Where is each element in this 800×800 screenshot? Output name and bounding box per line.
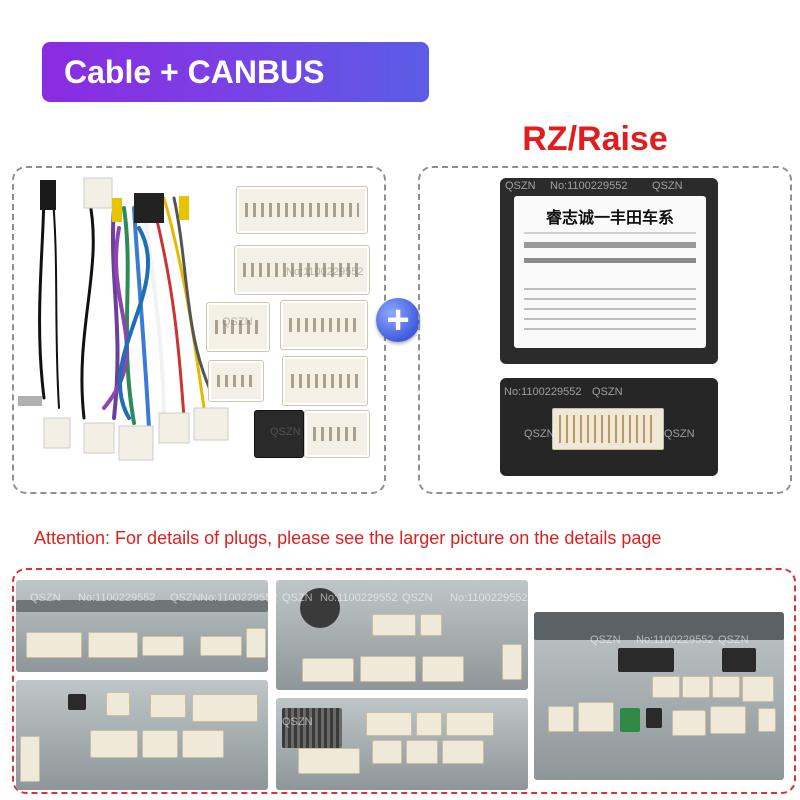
- photo5-slot-8: [710, 706, 746, 734]
- attention-notice: Attention: For details of plugs, please …: [34, 528, 662, 548]
- label-line-6: [524, 308, 696, 310]
- watermark-bottom-8: No:1100229552: [450, 592, 528, 604]
- connector-8: [304, 410, 370, 458]
- label-line-7: [524, 318, 696, 320]
- photo3-slot-2: [420, 614, 442, 636]
- connector-6: [282, 356, 368, 406]
- canbus-panel: [418, 166, 792, 494]
- photo5-slot-7: [672, 710, 706, 736]
- canbus-plug: [552, 408, 664, 450]
- photo5-slot-6: [578, 702, 614, 732]
- photo3-slot-4: [360, 656, 416, 682]
- watermark-left-3: QSZN: [270, 426, 301, 438]
- watermark-box-7: QSZN: [664, 428, 695, 440]
- photo4-slot-7: [442, 740, 484, 764]
- watermark-bottom-1: QSZN: [30, 592, 61, 604]
- watermark-box-1: QSZN: [505, 180, 536, 192]
- watermark-bottom-7: QSZN: [402, 592, 433, 604]
- photo1-slot-2: [88, 632, 138, 658]
- photo5-slot-4: [742, 676, 774, 702]
- photo3-slot-6: [502, 644, 522, 680]
- photo2-slot-2: [150, 694, 186, 718]
- connector-7: [254, 410, 304, 458]
- label-line-5: [524, 298, 696, 300]
- watermark-bottom-9: QSZN: [590, 634, 621, 646]
- photo-head-unit-5: [534, 612, 784, 780]
- watermark-bottom-4: No:1100229552: [200, 592, 278, 604]
- watermark-box-4: No:1100229552: [504, 386, 582, 398]
- photo1-dark-strip: [16, 600, 268, 612]
- connector-3: [206, 302, 270, 352]
- photo2-dark-slot: [68, 694, 86, 710]
- photo1-slot-5: [246, 628, 266, 658]
- photo3-slot-1: [372, 614, 416, 636]
- photo4-slot-6: [406, 740, 438, 764]
- watermark-box-6: QSZN: [524, 428, 555, 440]
- photo2-slot-5: [142, 730, 178, 758]
- photo2-slot-4: [90, 730, 138, 758]
- label-line-1: [524, 232, 696, 234]
- photo3-fan: [300, 588, 340, 628]
- photo2-slot-3: [192, 694, 258, 722]
- photo2-slot-7: [20, 736, 40, 782]
- photo4-slot-1: [366, 712, 412, 736]
- brand-title: RZ/Raise: [522, 120, 668, 158]
- watermark-bottom-12: QSZN: [282, 716, 313, 728]
- photo4-slot-3: [446, 712, 494, 736]
- photo5-slot-9: [758, 708, 776, 732]
- photo1-slot-1: [26, 632, 82, 658]
- watermark-bottom-2: No:1100229552: [78, 592, 156, 604]
- photo5-dark-slot-1: [618, 648, 674, 672]
- canbus-label-title: 睿志诚一丰田车系: [545, 208, 674, 227]
- photo-head-unit-4: [276, 698, 528, 790]
- watermark-bottom-10: No:1100229552: [636, 634, 714, 646]
- label-line-2: [524, 242, 696, 248]
- label-line-3: [524, 258, 696, 263]
- watermark-bottom-3: QSZN: [170, 592, 201, 604]
- photo-head-unit-1: [16, 580, 268, 672]
- label-line-8: [524, 328, 696, 330]
- watermark-bottom-5: QSZN: [282, 592, 313, 604]
- photo4-heatsink: [282, 708, 342, 748]
- connector-1: [236, 186, 368, 234]
- photo-head-unit-3: [276, 580, 528, 690]
- label-line-4: [524, 288, 696, 290]
- plus-icon: +: [376, 298, 420, 342]
- photo4-slot-4: [298, 748, 360, 774]
- plug-photos-panel: [12, 568, 796, 794]
- watermark-box-5: QSZN: [592, 386, 623, 398]
- watermark-bottom-6: No:1100229552: [320, 592, 398, 604]
- photo3-slot-3: [302, 658, 354, 682]
- title-badge: Cable + CANBUS: [42, 42, 429, 102]
- connector-5: [208, 360, 264, 402]
- photo5-slot-5: [548, 706, 574, 732]
- photo4-slot-2: [416, 712, 442, 736]
- photo2-slot-6: [182, 730, 224, 758]
- photo5-green-slot: [620, 708, 640, 732]
- connector-2: [234, 245, 370, 295]
- photo5-slot-1: [652, 676, 680, 698]
- photo5-dark-slot-2: [722, 648, 756, 672]
- photo3-slot-5: [422, 656, 464, 682]
- photo5-slot-2: [682, 676, 710, 698]
- watermark-box-2: No:1100229552: [550, 180, 628, 192]
- watermark-bottom-11: QSZN: [718, 634, 749, 646]
- photo5-dark-slot-3: [646, 708, 662, 728]
- watermark-left-2: No:1100229552: [286, 266, 364, 278]
- watermark-box-3: QSZN: [652, 180, 683, 192]
- title-badge-label: Cable + CANBUS: [64, 53, 325, 90]
- photo-head-unit-2: [16, 680, 268, 790]
- photo1-slot-3: [142, 636, 184, 656]
- photo2-slot-1: [106, 692, 130, 716]
- canbus-label: 睿志诚一丰田车系: [514, 196, 706, 348]
- photo4-slot-5: [372, 740, 402, 764]
- harness-illustration: [18, 177, 229, 461]
- photo5-dark-top: [534, 612, 784, 640]
- photo5-slot-3: [712, 676, 740, 698]
- watermark-left-1: QSZN: [222, 316, 253, 328]
- connector-4: [280, 300, 368, 350]
- photo1-slot-4: [200, 636, 242, 656]
